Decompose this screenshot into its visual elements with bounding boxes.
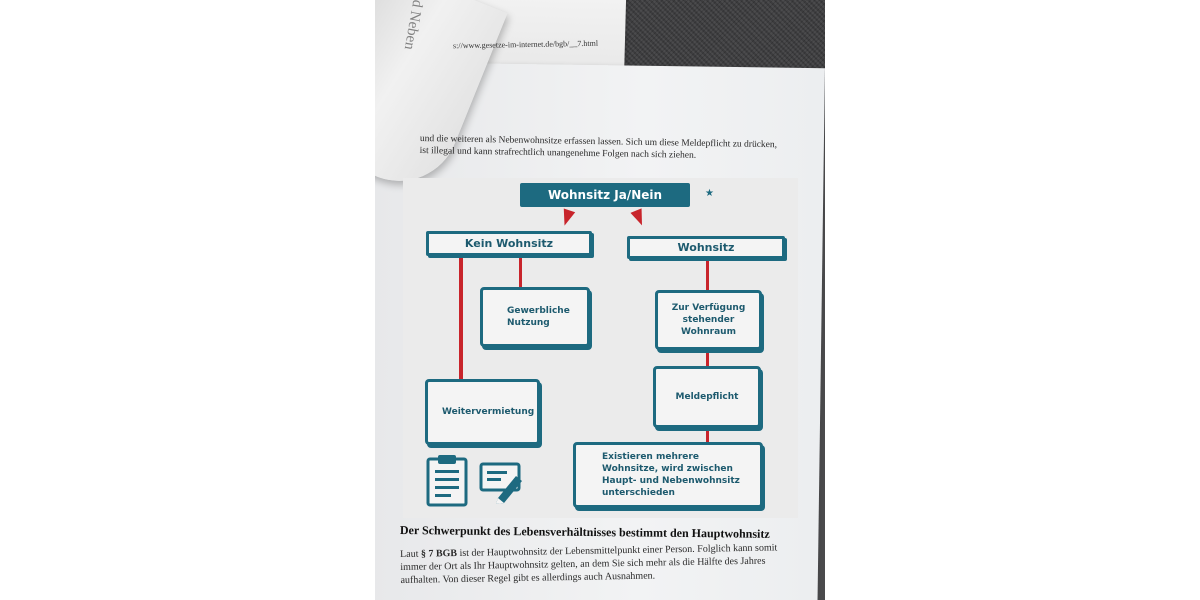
document-pen-icon (479, 462, 522, 504)
law-reference: § 7 BGB (420, 548, 458, 560)
connector-line (519, 255, 522, 287)
connector-line (706, 350, 709, 366)
wohnsitz-box: Wohnsitz (627, 236, 785, 259)
connector-line (706, 430, 709, 442)
connector-line (706, 258, 709, 290)
clipboard-icon (426, 455, 468, 507)
section-body: Laut § 7 BGB ist der Hauptwohnsitz der L… (400, 541, 811, 587)
kein-wohnsitz-box: Kein Wohnsitz (426, 231, 592, 256)
meldepflicht-box: Meldepflicht (653, 366, 761, 428)
weitervermietung-box: Weitervermietung (425, 379, 540, 445)
wohnraum-box: Zur Verfügung stehender Wohnraum (655, 290, 762, 350)
connector-line (459, 255, 463, 380)
curled-sheet-text: und Neben (400, 0, 428, 51)
gewerbliche-nutzung-box: Gewerbliche Nutzung (480, 287, 590, 347)
diagram-title: Wohnsitz Ja/Nein (520, 183, 690, 207)
star-icon: ★ (705, 188, 714, 199)
body-prefix: Laut (400, 548, 422, 560)
mehrere-wohnsitze-box: Existieren mehrere Wohnsitze, wird zwisc… (573, 442, 763, 508)
